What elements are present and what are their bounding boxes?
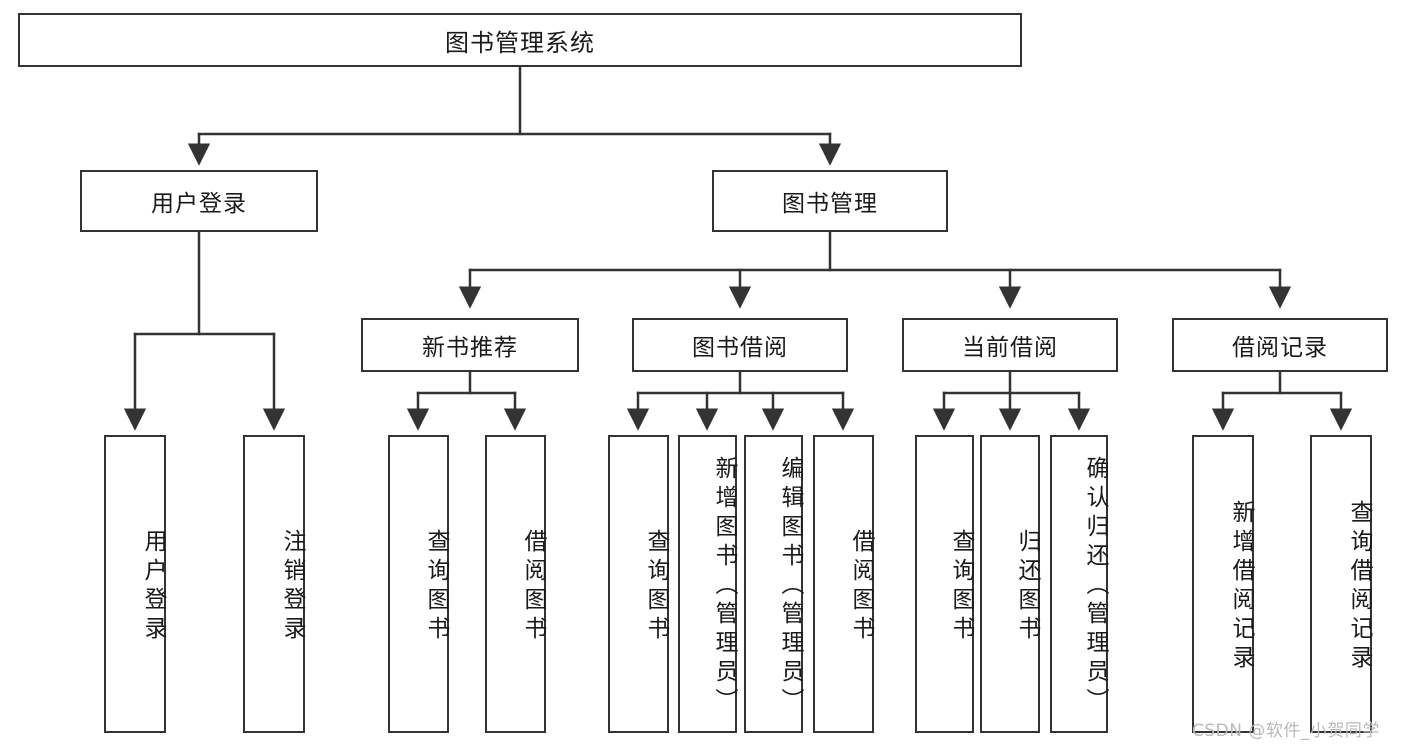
leaf-query-book-borrow[interactable]: 查询图书 xyxy=(608,435,669,733)
leaf-query-book-new-rec[interactable]: 查询图书 xyxy=(388,435,449,733)
node-label: 用户登录 xyxy=(140,529,166,645)
node-label: 借阅图书 xyxy=(520,529,546,645)
node-label: 查询图书 xyxy=(643,529,669,645)
node-label: 编辑图书（管理员） xyxy=(777,455,803,717)
node-book-borrow[interactable]: 图书借阅 xyxy=(632,318,848,372)
node-label: 借阅记录 xyxy=(1232,335,1328,361)
leaf-query-book-current[interactable]: 查询图书 xyxy=(915,435,974,733)
node-label: 查询图书 xyxy=(423,529,449,645)
node-label: 新增借阅记录 xyxy=(1228,500,1254,674)
node-new-book-recommend[interactable]: 新书推荐 xyxy=(361,318,579,372)
node-label: 新增图书（管理员） xyxy=(711,455,737,717)
node-label: 新书推荐 xyxy=(422,335,518,361)
node-root-book-management-system[interactable]: 图书管理系统 xyxy=(18,13,1022,67)
node-current-borrow[interactable]: 当前借阅 xyxy=(902,318,1118,372)
node-label: 查询借阅记录 xyxy=(1346,500,1372,674)
node-label: 归还图书 xyxy=(1014,529,1040,645)
leaf-return-book[interactable]: 归还图书 xyxy=(980,435,1040,733)
node-label: 注销登录 xyxy=(279,529,305,645)
node-label: 确认归还（管理员） xyxy=(1082,455,1108,717)
leaf-edit-book-admin[interactable]: 编辑图书（管理员） xyxy=(744,435,803,733)
leaf-add-book-admin[interactable]: 新增图书（管理员） xyxy=(678,435,737,733)
node-label: 图书管理 xyxy=(782,191,878,217)
leaf-user-login[interactable]: 用户登录 xyxy=(104,435,166,733)
node-label: 借阅图书 xyxy=(848,529,874,645)
node-label: 用户登录 xyxy=(151,191,247,217)
node-user-login[interactable]: 用户登录 xyxy=(80,170,318,232)
leaf-borrow-book-new-rec[interactable]: 借阅图书 xyxy=(485,435,546,733)
leaf-logout-login[interactable]: 注销登录 xyxy=(243,435,305,733)
node-label: 当前借阅 xyxy=(962,335,1058,361)
node-book-manage[interactable]: 图书管理 xyxy=(712,170,948,232)
leaf-query-borrow-record[interactable]: 查询借阅记录 xyxy=(1310,435,1372,733)
node-label: 查询图书 xyxy=(948,529,974,645)
csdn-watermark: CSDN @软件_小贺同学 xyxy=(1192,721,1380,741)
leaf-confirm-return-admin[interactable]: 确认归还（管理员） xyxy=(1050,435,1108,733)
node-borrow-record[interactable]: 借阅记录 xyxy=(1172,318,1388,372)
leaf-add-borrow-record[interactable]: 新增借阅记录 xyxy=(1192,435,1254,733)
leaf-borrow-book-borrow[interactable]: 借阅图书 xyxy=(813,435,874,733)
node-label: 图书借阅 xyxy=(692,335,788,361)
node-label: 图书管理系统 xyxy=(445,28,595,57)
